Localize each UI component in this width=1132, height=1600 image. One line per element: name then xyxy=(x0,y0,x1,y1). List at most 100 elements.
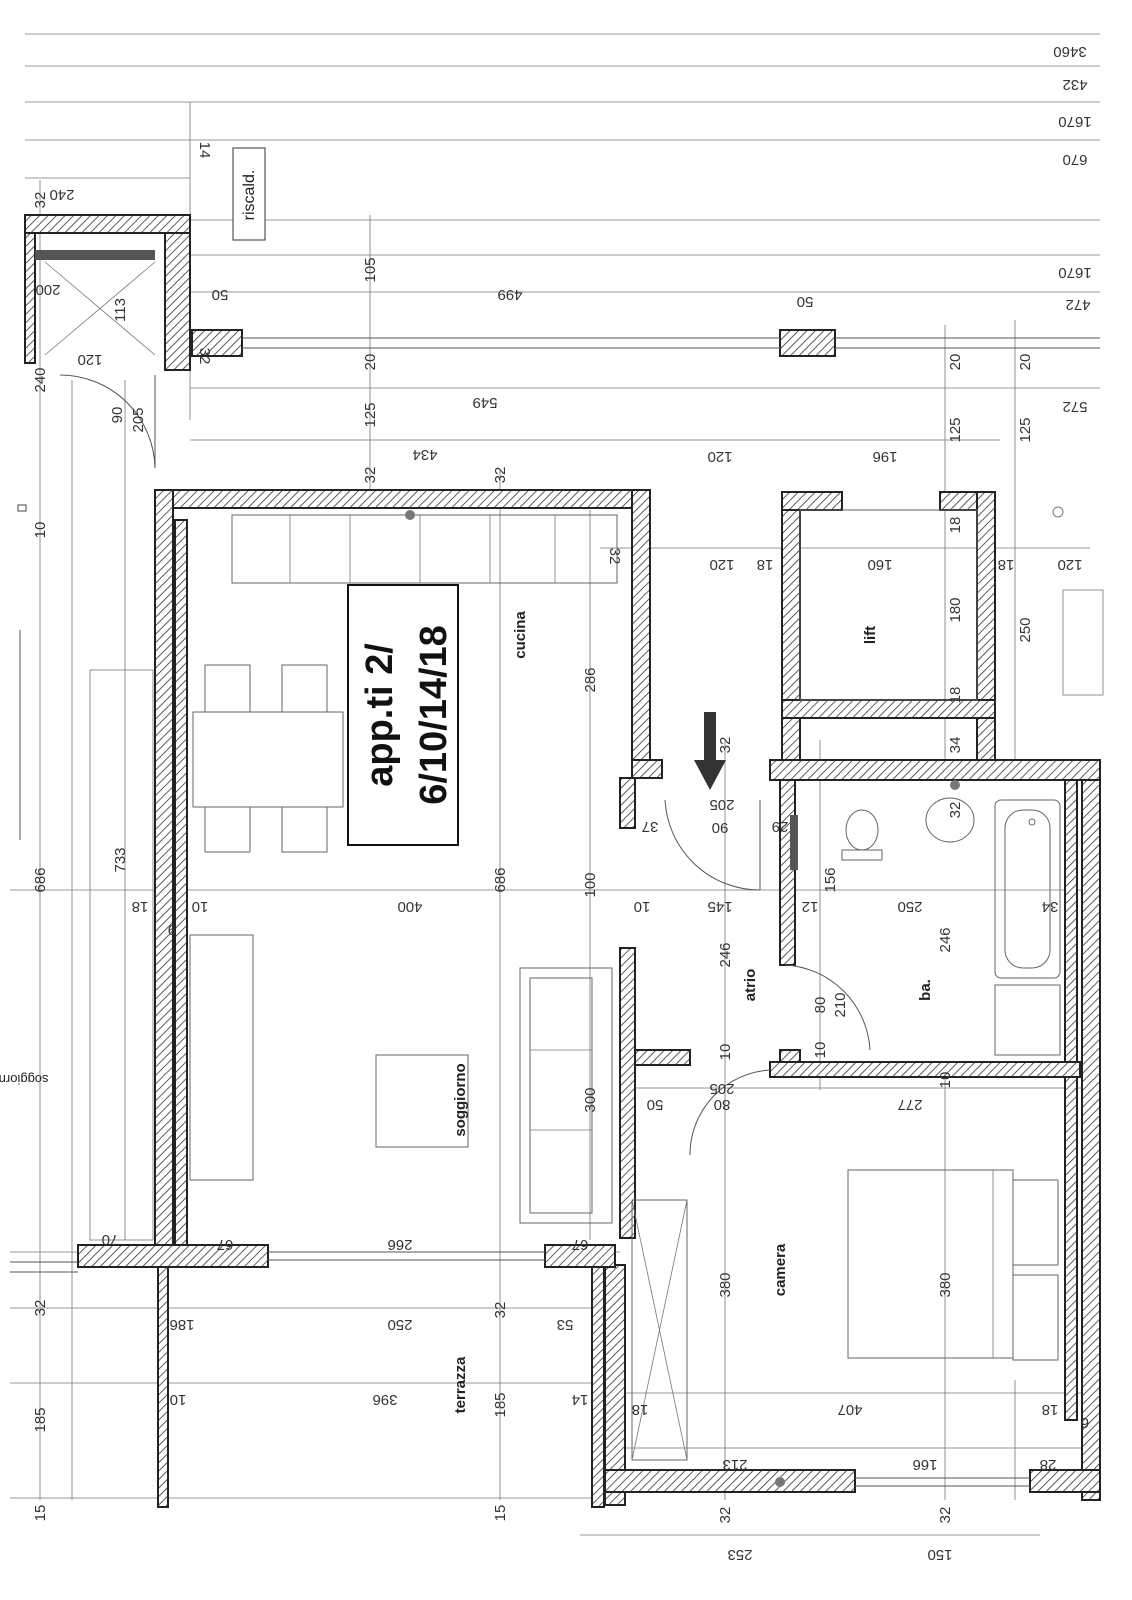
dim-label: 100 xyxy=(582,872,599,897)
dim-label: 18 xyxy=(757,556,774,573)
dim-label: 90 xyxy=(109,407,126,424)
dim-label: 240 xyxy=(32,367,49,392)
dim-label: 156 xyxy=(822,867,839,892)
dim-label: 105 xyxy=(362,257,379,282)
chair xyxy=(204,806,251,853)
tv-unit xyxy=(189,934,254,1181)
bath-cabinet xyxy=(994,984,1061,1056)
lift-car xyxy=(799,509,978,701)
wall-segment xyxy=(154,489,651,509)
dim-label: 670 xyxy=(1062,151,1087,168)
wall-segment xyxy=(779,329,836,357)
wall-segment xyxy=(781,491,801,761)
dim-label: 18 xyxy=(947,517,964,534)
dim-label: 120 xyxy=(707,448,732,465)
dim-label: 20 xyxy=(362,354,379,371)
room-label-cucina: cucina xyxy=(512,611,529,659)
dim-label: 10 xyxy=(812,1042,829,1059)
dim-label: 6 xyxy=(1081,1414,1089,1431)
kitchen-counter xyxy=(231,514,618,584)
walls xyxy=(10,214,1101,1508)
wall-segment xyxy=(1081,779,1101,1501)
door-swing xyxy=(59,374,156,469)
room-label-soggiorno-edge: soggiorno xyxy=(0,1072,49,1087)
dim-label: 1670 xyxy=(1058,264,1091,281)
dim-label: 67 xyxy=(217,1236,234,1253)
riscald-label-box xyxy=(232,147,266,241)
wall-segment xyxy=(77,1244,269,1268)
wall-segment xyxy=(191,329,243,357)
dim-label: 20 xyxy=(1017,354,1034,371)
dim-label: 34 xyxy=(947,737,964,754)
wall-segment xyxy=(24,232,36,364)
dim-label: 32 xyxy=(32,1300,49,1317)
dim-label: 50 xyxy=(212,286,229,303)
bathtub xyxy=(994,799,1061,979)
dim-label: 277 xyxy=(897,1096,922,1113)
dim-label: 18 xyxy=(947,687,964,704)
door-swing xyxy=(784,964,871,1051)
dim-label: 113 xyxy=(112,298,129,322)
dim-label: 15 xyxy=(32,1505,49,1522)
room-label-riscald: riscald. xyxy=(241,170,258,221)
dim-label: 32 xyxy=(947,802,964,819)
dim-label: 9 xyxy=(168,921,176,938)
toilet xyxy=(845,809,879,851)
dim-label: 10 xyxy=(32,522,49,539)
dim-label: 472 xyxy=(1065,296,1090,313)
wall-segment xyxy=(591,1266,605,1508)
dim-label: 300 xyxy=(582,1087,599,1112)
dim-label: 28 xyxy=(1040,1456,1057,1473)
dim-label: 266 xyxy=(387,1236,412,1253)
dim-label: 32 xyxy=(937,1507,954,1524)
entrance-arrow-icon xyxy=(694,712,726,790)
dim-label: 70 xyxy=(102,1231,119,1248)
sofa xyxy=(529,977,593,1214)
chair xyxy=(281,806,328,853)
dim-label: 120 xyxy=(77,351,102,368)
dim-label: 380 xyxy=(717,1272,734,1297)
dim-label: 166 xyxy=(912,1456,937,1473)
dim-label: 32 xyxy=(492,467,509,484)
wall-segment xyxy=(976,491,996,761)
furniture xyxy=(44,261,1104,1487)
dim-label: 686 xyxy=(492,867,509,892)
wall-segment xyxy=(619,777,636,829)
toilet-tank xyxy=(841,849,883,861)
dim-label: 150 xyxy=(927,1546,952,1563)
dim-label: 250 xyxy=(387,1316,412,1333)
door-swing xyxy=(689,1069,771,1156)
dim-label: 205 xyxy=(130,407,147,432)
dim-label: 29 xyxy=(772,818,789,835)
dim-label: 250 xyxy=(1017,617,1034,642)
dim-label: 32 xyxy=(492,1302,509,1319)
dim-label: 196 xyxy=(872,448,897,465)
wall-segment xyxy=(781,491,843,511)
dim-label: 10 xyxy=(937,1072,954,1089)
dim-label: 733 xyxy=(112,847,129,872)
wall-segment xyxy=(629,1049,691,1066)
sofa xyxy=(519,967,613,1224)
dim-label: 32 xyxy=(717,1507,734,1524)
wardrobe xyxy=(631,1199,688,1461)
dim-label: 434 xyxy=(412,446,437,463)
dim-label: 549 xyxy=(472,394,497,411)
dim-label: 160 xyxy=(867,556,892,573)
wall-segment xyxy=(769,759,1101,781)
dim-label: 32 xyxy=(362,467,379,484)
dim-label: 246 xyxy=(717,942,734,967)
wall-segment xyxy=(769,1061,1081,1078)
dim-label: 1670 xyxy=(1058,113,1091,130)
dim-label: 14 xyxy=(196,142,213,159)
dim-label: 180 xyxy=(947,597,964,622)
stamp-line-1: app.ti 2/ xyxy=(359,643,401,787)
dim-label: 18 xyxy=(632,1401,649,1418)
dim-label: 18 xyxy=(998,556,1015,573)
wall-segment xyxy=(631,489,651,761)
dim-label: 185 xyxy=(32,1407,49,1432)
dim-label: 20 xyxy=(947,354,964,371)
room-labels: cucina soggiorno atrio ba. camera terraz… xyxy=(0,147,934,1413)
dim-label: 18 xyxy=(1042,1401,1059,1418)
doors xyxy=(59,374,871,1156)
